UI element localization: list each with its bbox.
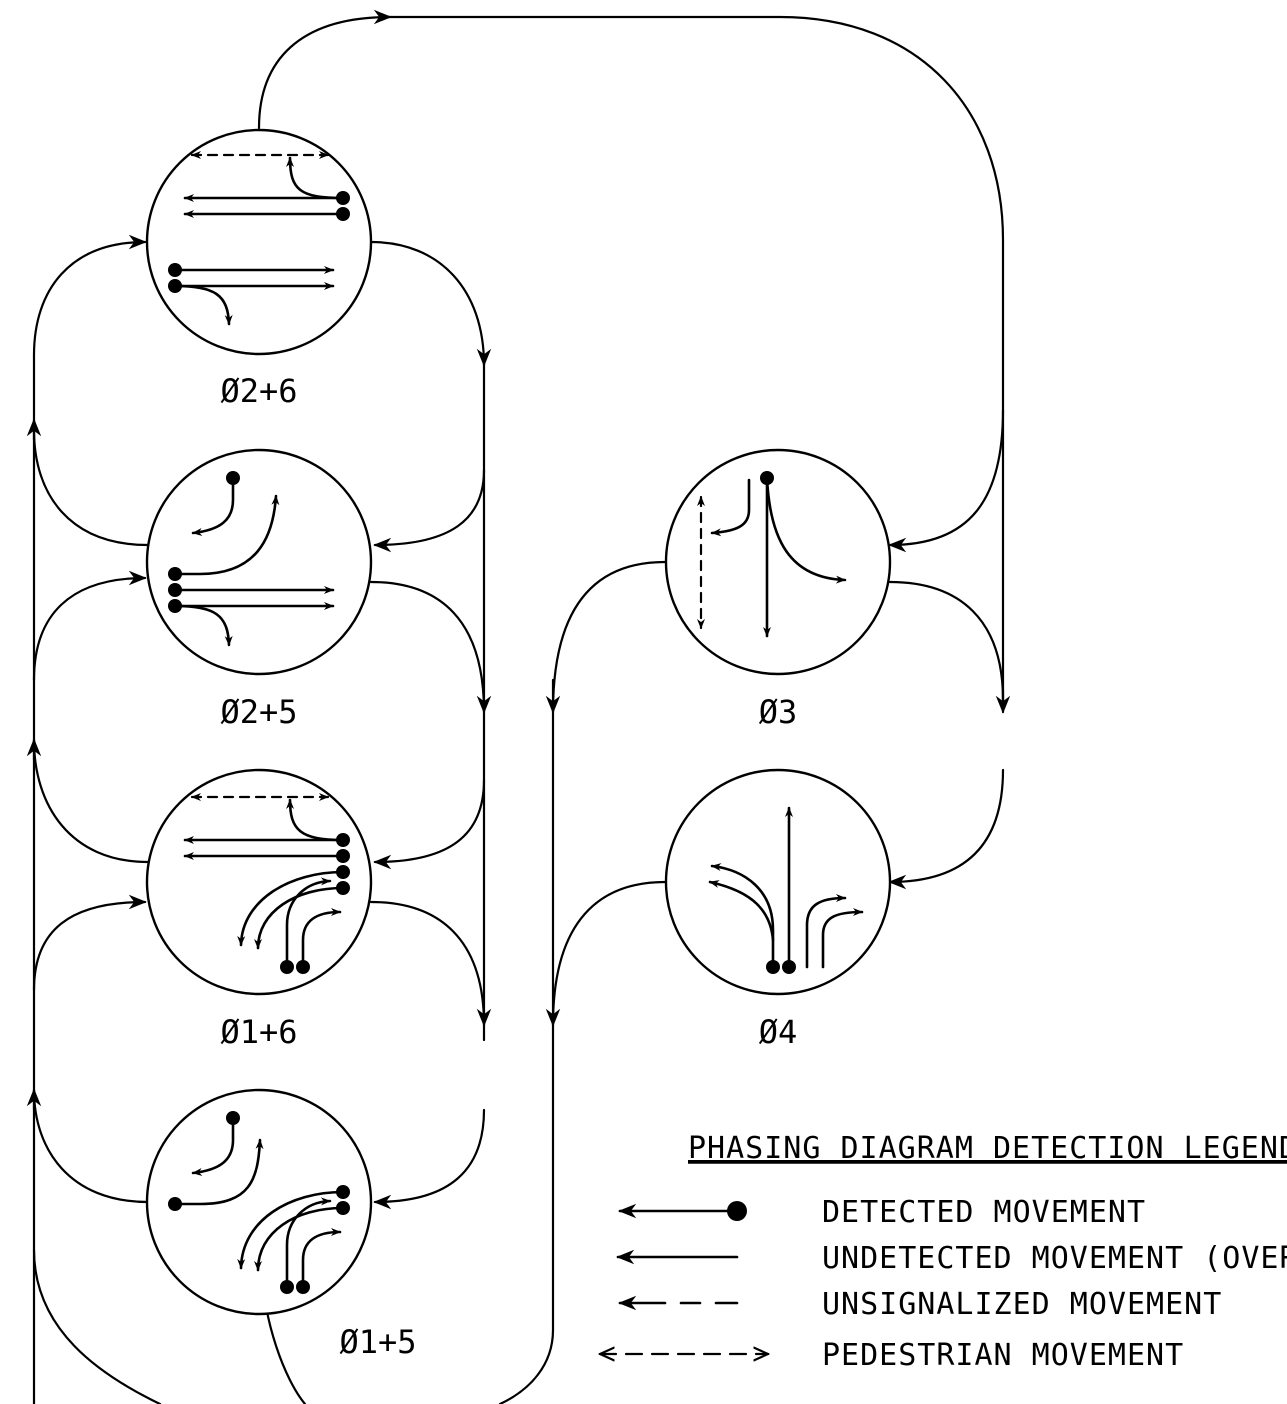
arc-into-p16	[32, 894, 147, 992]
right-turn-movement	[173, 284, 233, 326]
detector-dot	[336, 207, 350, 221]
arc-out-p3	[888, 580, 1005, 702]
phase-p3: Ø3	[664, 448, 892, 731]
phase-circle-p26	[145, 128, 373, 356]
phase-label: Ø2+5	[220, 693, 297, 731]
detector-dot	[226, 1111, 240, 1125]
detector-dot	[168, 279, 182, 293]
right-turn-movement	[286, 798, 345, 842]
arc-out-p4-left	[545, 880, 667, 1027]
right-turn-movement	[286, 156, 345, 200]
detector-dot	[168, 263, 182, 277]
detected-left-turn	[173, 1138, 264, 1206]
legend-detected-dot	[727, 1201, 747, 1221]
detector-dot	[280, 1280, 294, 1294]
detected-right-turn	[301, 908, 342, 969]
phase-label: Ø3	[759, 693, 798, 731]
detector-dot	[336, 849, 350, 863]
undetected-right-turn	[805, 894, 847, 969]
top-loop-line	[383, 15, 1005, 707]
phase-circle-p3	[664, 448, 892, 676]
phase-p4: Ø4	[664, 768, 892, 1051]
phase-label: Ø4	[759, 1013, 798, 1051]
detector-dot	[336, 191, 350, 205]
undetected-right-turn	[821, 908, 864, 969]
arc-into-p25	[32, 570, 147, 682]
detector-dot	[168, 1197, 182, 1211]
detector-dot	[766, 960, 780, 974]
legend-label-pedestrian: PEDESTRIAN MOVEMENT	[822, 1338, 1184, 1373]
legend-label-detected: DETECTED MOVEMENT	[822, 1195, 1146, 1230]
phase-p26: Ø2+6	[145, 128, 373, 410]
detected-left-turn	[191, 1116, 235, 1176]
detector-dot	[782, 960, 796, 974]
arc-out-p26	[369, 240, 492, 367]
arc-into-p16-right	[373, 778, 486, 870]
arc-into-p15-right	[373, 1108, 486, 1210]
detector-dot	[296, 1280, 310, 1294]
detector-dot	[168, 599, 182, 613]
detector-dot	[336, 865, 350, 879]
detected-right-turn	[285, 877, 332, 969]
detected-left-turn	[708, 880, 775, 942]
detector-dot	[336, 881, 350, 895]
top-arc-up	[257, 9, 392, 130]
detected-left-turn	[254, 1206, 345, 1272]
arc-into-p26	[32, 234, 147, 357]
phase-label: Ø2+6	[220, 372, 297, 410]
legend-title: PHASING DIAGRAM DETECTION LEGEND	[688, 1131, 1287, 1166]
detector-dot	[280, 960, 294, 974]
phase-circle-p25	[145, 448, 373, 676]
phase-circle-p15	[145, 1088, 373, 1316]
legend-label-unsignalized: UNSIGNALIZED MOVEMENT	[822, 1287, 1222, 1322]
arc-p16-left-top	[32, 738, 150, 864]
detector-dot	[336, 833, 350, 847]
detector-dot	[760, 471, 774, 485]
detector-dot	[168, 567, 182, 581]
bottom-curve-left	[32, 1248, 162, 1404]
arc-p25-left-top	[32, 428, 150, 547]
arc-into-p3	[888, 408, 1005, 553]
phase-circle-p16	[145, 768, 373, 996]
phase-circle-p4	[664, 768, 892, 996]
detector-dot	[168, 583, 182, 597]
arc-out-p3-left	[545, 560, 667, 714]
phase-label: Ø1+6	[220, 1013, 297, 1051]
phase-p25: Ø2+5	[145, 448, 373, 731]
detector-dot	[226, 471, 240, 485]
detected-left-turn	[765, 476, 847, 584]
arc-p15-left	[32, 1088, 150, 1204]
detected-left-turn	[254, 886, 345, 950]
phase-p15: Ø1+5	[145, 1088, 417, 1361]
detected-right-turn	[301, 1228, 342, 1289]
detected-left-turn	[237, 1190, 345, 1270]
phase-label: Ø1+5	[339, 1323, 416, 1361]
detected-right-turn	[285, 1197, 332, 1289]
right-turn-movement	[173, 604, 233, 647]
detected-left-turn	[237, 870, 345, 947]
detected-left-turn	[710, 863, 775, 969]
arc-out-p25	[369, 580, 492, 714]
arc-out-p16	[369, 900, 492, 1027]
arc-into-p4	[888, 768, 1005, 890]
detector-dot	[296, 960, 310, 974]
detector-dot	[336, 1201, 350, 1215]
ring2-left-trunk	[498, 678, 555, 1404]
detector-dot	[336, 1185, 350, 1199]
phase-p16: Ø1+6	[145, 768, 373, 1051]
arc-into-p25-right	[373, 468, 486, 553]
undetected-right-turn	[710, 478, 751, 537]
detected-left-turn	[191, 476, 235, 536]
detected-left-turn	[173, 494, 280, 576]
legend-label-undetected: UNDETECTED MOVEMENT (OVERLAP)	[822, 1241, 1287, 1276]
detection-legend: PHASING DIAGRAM DETECTION LEGEND DETECTE…	[600, 1131, 1287, 1373]
